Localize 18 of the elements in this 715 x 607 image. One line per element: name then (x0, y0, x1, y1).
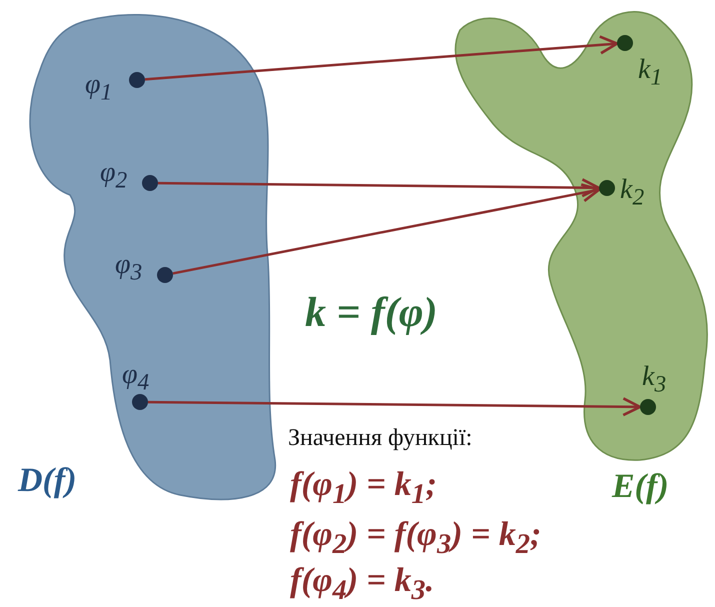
arrow (148, 397, 642, 416)
point-label: φ$_{2}$ (100, 158, 128, 194)
set-label: E(f) (612, 468, 669, 506)
point-label: k$_{1}$ (638, 55, 662, 92)
formula: f(φ$_{1}$) = k$_{1}$; (290, 466, 437, 510)
arrow (144, 35, 618, 81)
point-label: φ$_{1}$ (85, 70, 112, 106)
formula: f(φ$_{2}$) = f(φ$_{3}$) = k$_{2}$; (290, 516, 542, 560)
point-label: k$_{2}$ (620, 175, 644, 212)
arrow (158, 178, 600, 198)
point-label: φ$_{3}$ (115, 250, 142, 286)
point-label: φ$_{4}$ (122, 360, 150, 396)
point-label: k$_{3}$ (642, 362, 666, 398)
set-label: D(f) (18, 462, 77, 500)
arrow (172, 183, 600, 275)
caption-text: Значення функції: (288, 425, 472, 452)
formula: k = f(φ) (305, 290, 438, 336)
formula: f(φ$_{4}$) = k$_{3}$. (290, 562, 434, 606)
